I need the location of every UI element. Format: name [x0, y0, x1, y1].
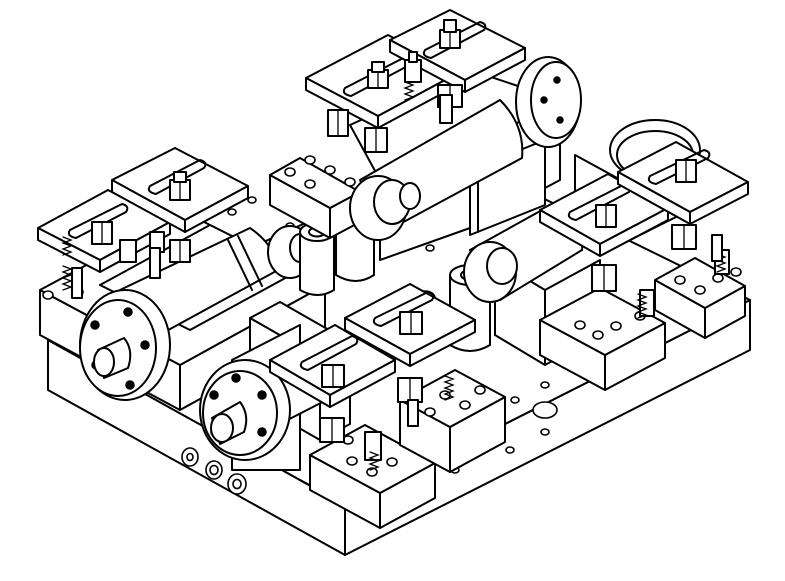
front-cylinder	[199, 351, 343, 461]
clamp-strap-front-1	[269, 324, 396, 408]
right-block-back	[654, 257, 746, 339]
support-studs	[71, 94, 723, 427]
upper-left-block	[269, 155, 361, 239]
upper-cylinder	[349, 56, 582, 241]
springs	[61, 81, 727, 471]
left-flange	[79, 289, 171, 401]
base-front-holes	[181, 447, 247, 495]
right-block-front	[539, 287, 666, 391]
